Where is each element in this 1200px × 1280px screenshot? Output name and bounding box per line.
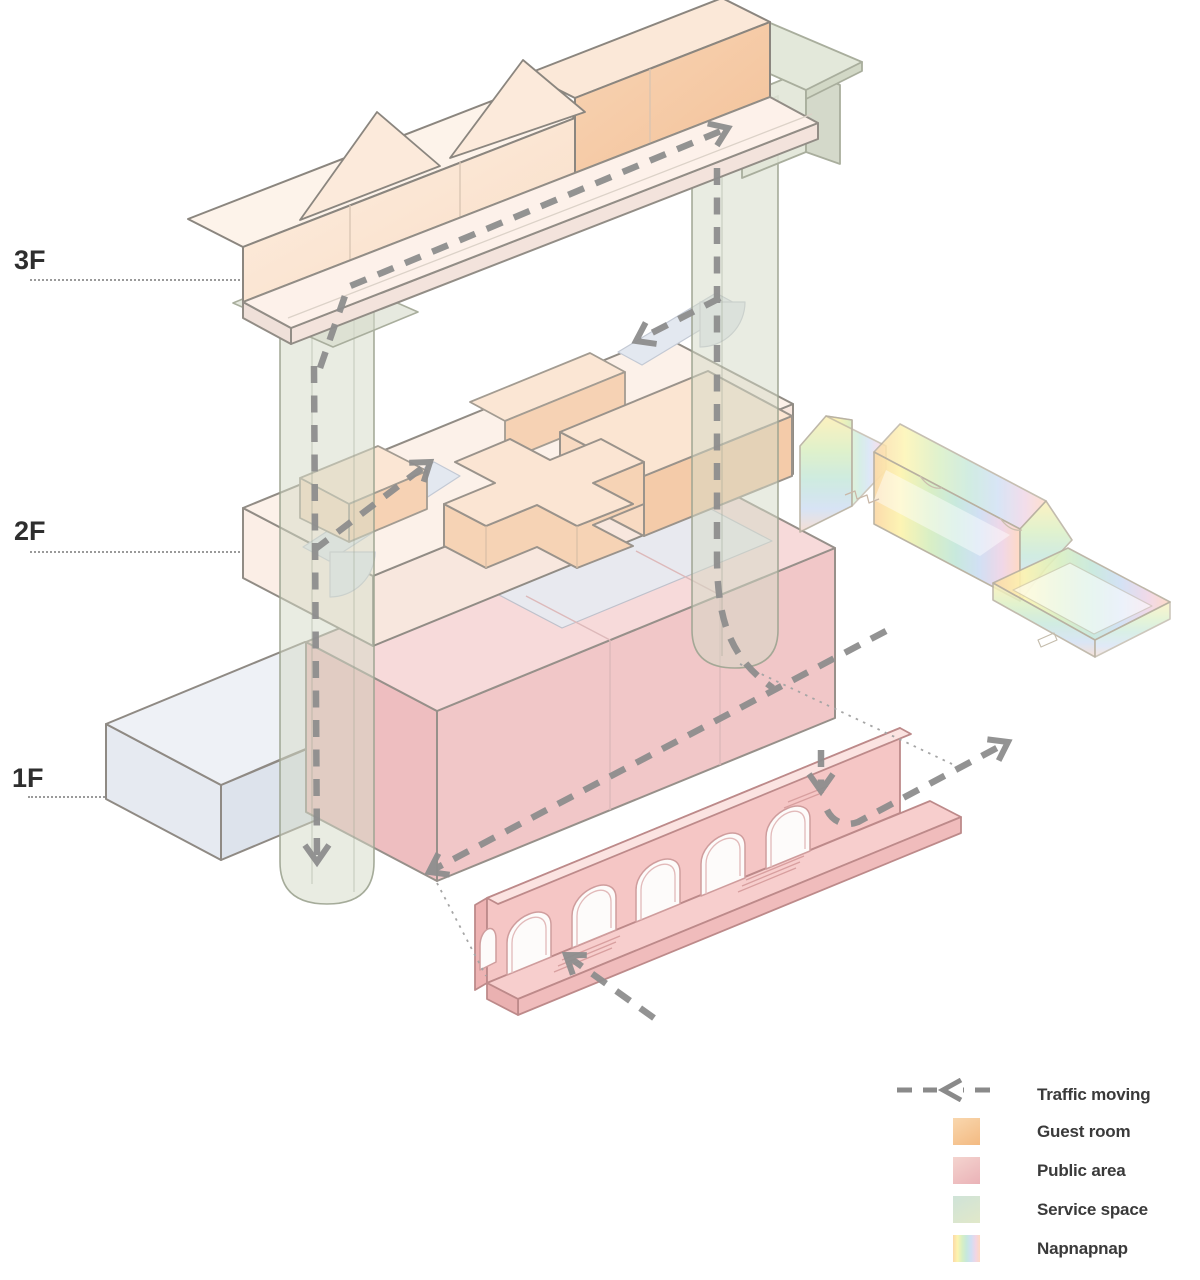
traffic-path-entry <box>561 951 656 1021</box>
legend-row-service: Service space <box>895 1190 1195 1229</box>
traffic-arrow-icon <box>897 1078 999 1102</box>
napnap-kiosk <box>799 415 887 533</box>
legend-row-guest: Guest room <box>895 1112 1195 1151</box>
traffic-path-3f <box>316 120 733 370</box>
floor-label-2f: 2F <box>14 516 46 546</box>
traffic-path-core-right <box>713 168 775 691</box>
floor-2f-volume-cross <box>443 438 645 569</box>
floor-3f-roof <box>187 0 771 303</box>
legend: Traffic moving Guest room Public area Se… <box>895 1078 1195 1268</box>
arcade-arches <box>479 805 811 976</box>
napnapnap-swatch <box>952 1235 980 1262</box>
traffic-path-core-left <box>302 365 332 868</box>
floor-label-1f: 1F <box>12 763 44 793</box>
legend-label-public: Public area <box>1037 1160 1126 1180</box>
floor-3f-volume <box>187 0 863 348</box>
legend-row-public: Public area <box>895 1151 1195 1190</box>
floor-leader-3f <box>30 279 240 281</box>
traffic-path-exit <box>824 736 1013 828</box>
napnapnap-volumes <box>799 415 1171 658</box>
legend-row-traffic: Traffic moving <box>895 1078 1195 1112</box>
guest-room-swatch <box>952 1118 980 1145</box>
floor-leader-1f <box>28 796 105 798</box>
napnap-tray <box>992 547 1171 658</box>
legend-label-guest: Guest room <box>1037 1121 1131 1141</box>
legend-label-napnapnap: Napnapnap <box>1037 1238 1128 1258</box>
legend-row-napnapnap: Napnapnap <box>895 1229 1195 1268</box>
service-column-right <box>691 94 779 669</box>
projection-lines <box>436 663 953 977</box>
service-space-swatch <box>952 1196 980 1223</box>
arcade-facade <box>474 727 962 1016</box>
public-area-swatch <box>952 1157 980 1184</box>
traffic-path-2f-left <box>312 458 435 553</box>
legend-label-service: Service space <box>1037 1199 1148 1219</box>
floor-leader-2f <box>30 551 240 553</box>
traffic-path-2f-right <box>631 295 722 347</box>
legend-label-traffic: Traffic moving <box>1037 1085 1151 1104</box>
service-column-left <box>279 276 375 905</box>
floor-label-3f: 3F <box>14 245 46 275</box>
traffic-paths <box>302 120 1013 1021</box>
